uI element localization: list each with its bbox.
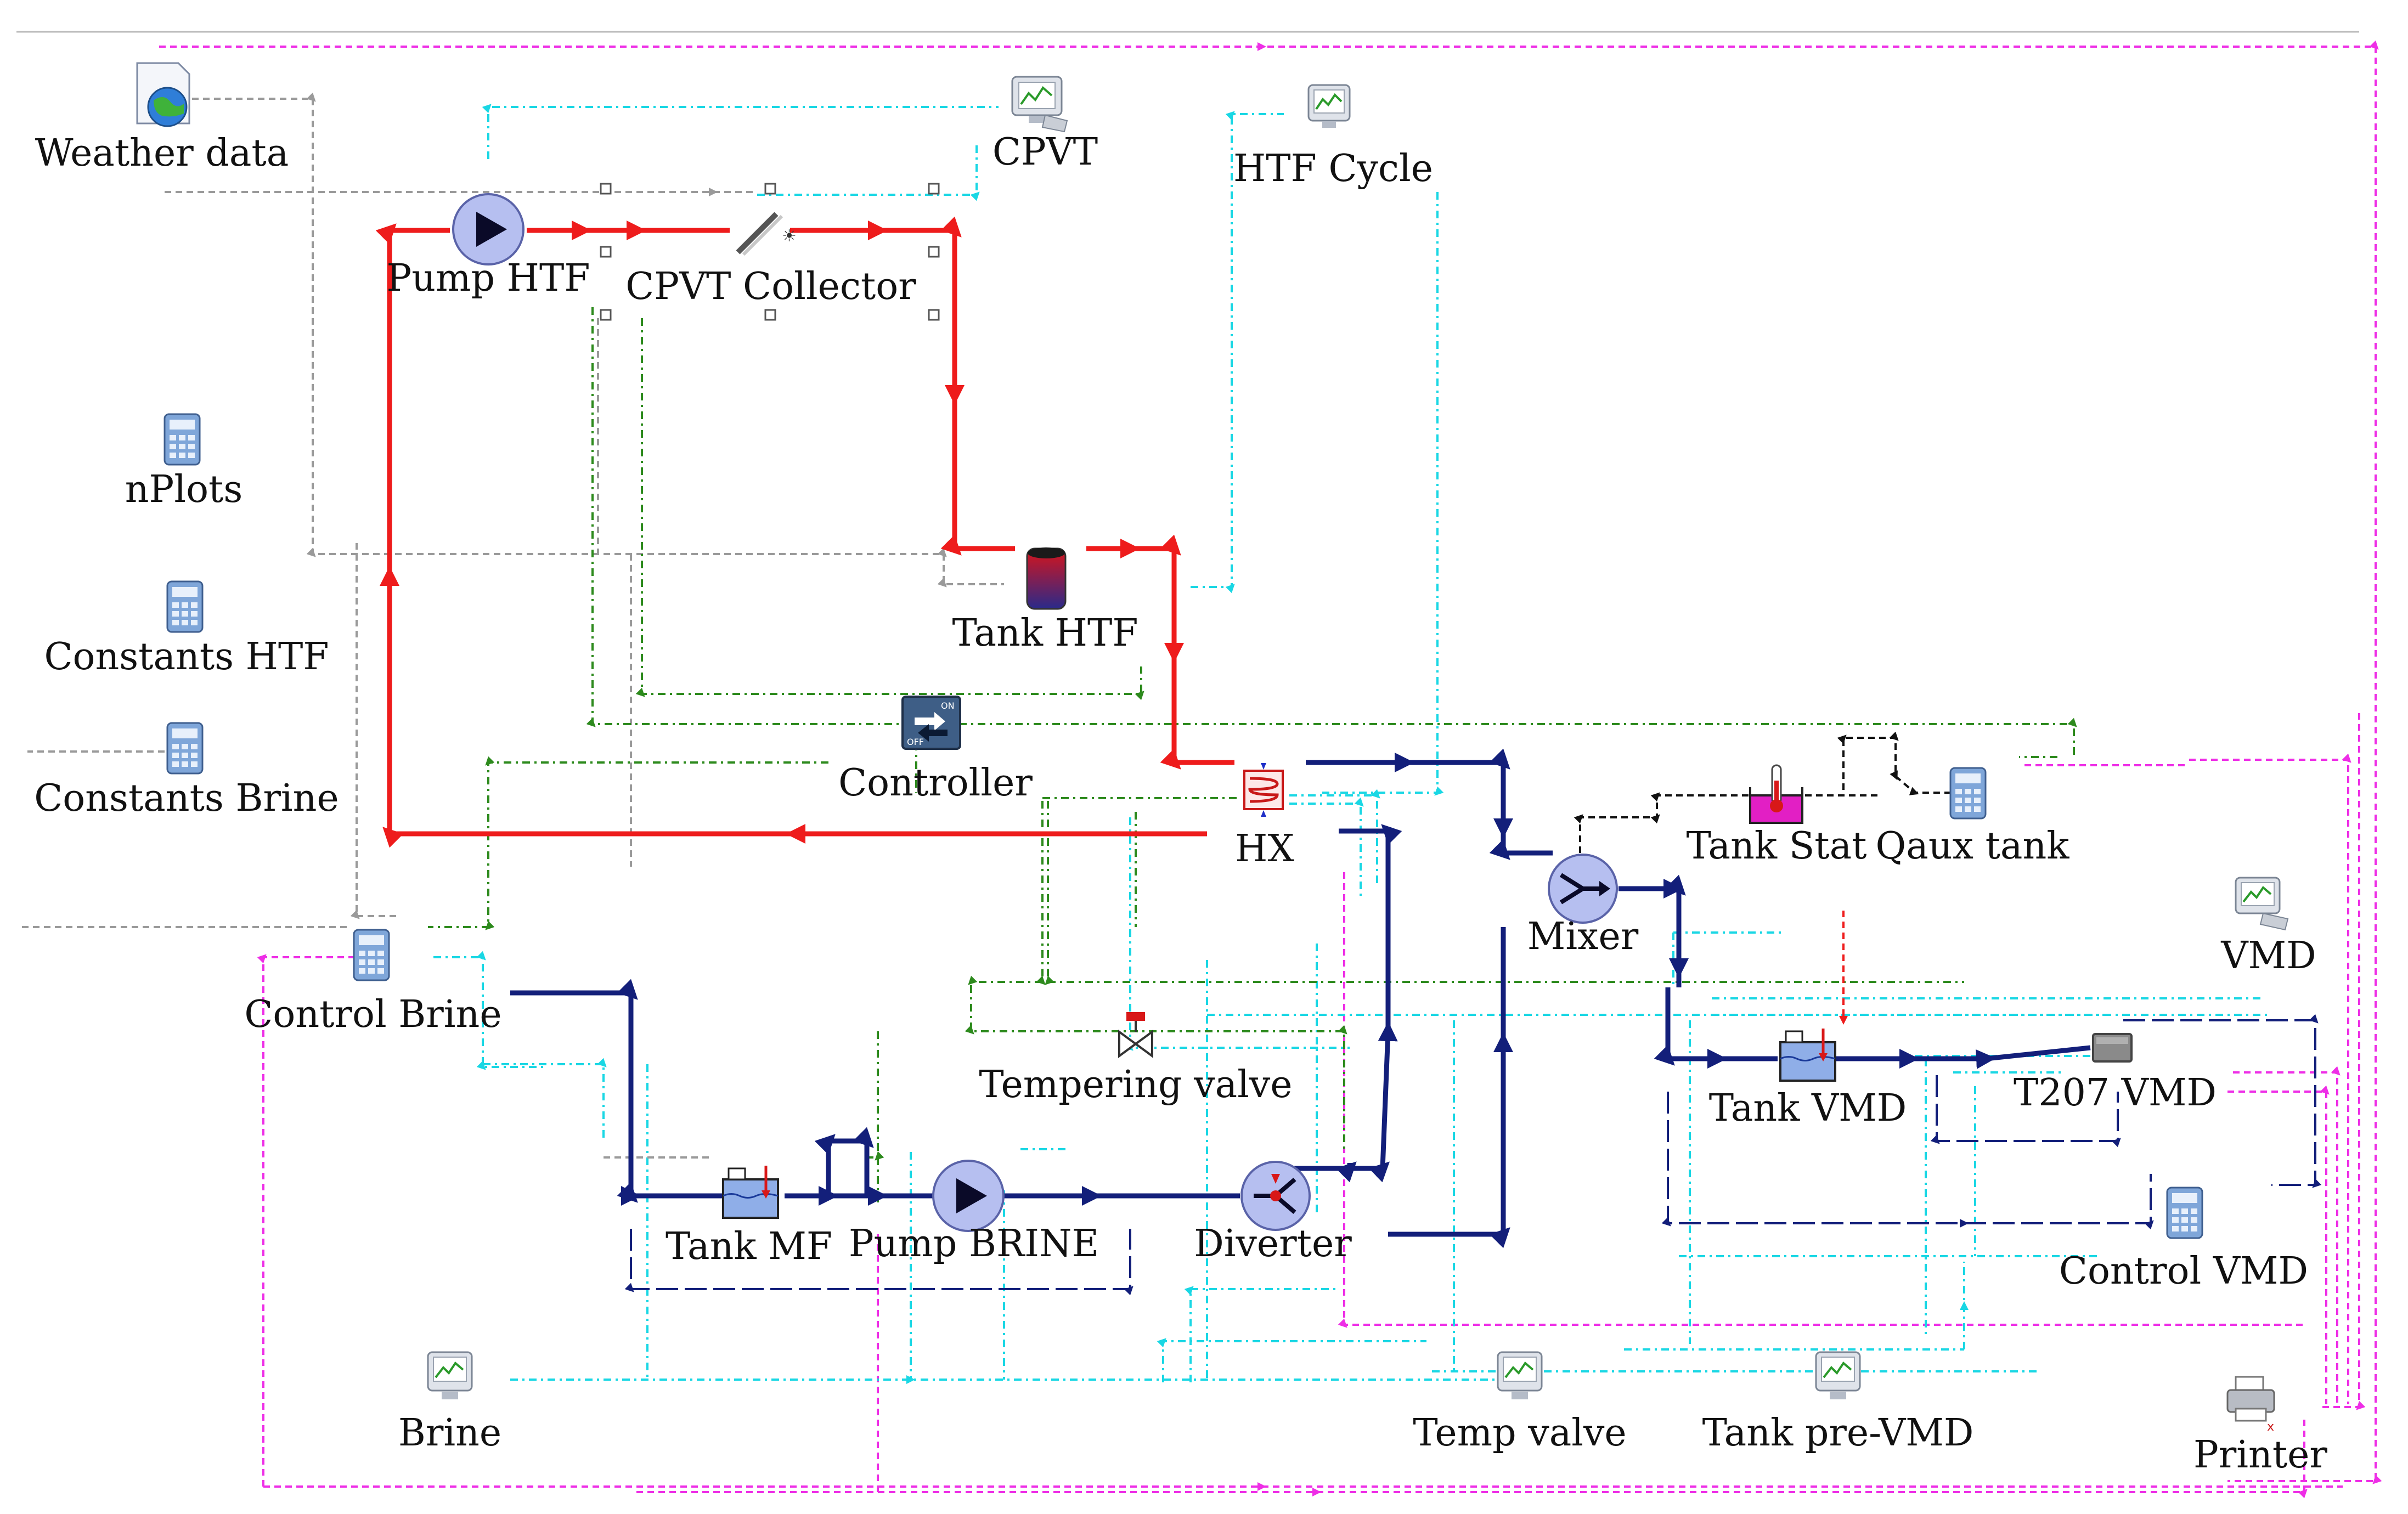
plotter-monitor-icon [1011,76,1068,133]
diverter-icon [1240,1161,1311,1231]
tank-htf-label: Tank HTF [952,612,1138,655]
tank-pre-vmd-plotter-component[interactable] [1815,1351,1861,1399]
control-vmd-label: Control VMD [2059,1250,2308,1293]
printer-icon: x [2226,1376,2275,1434]
constants-brine-label: Constants Brine [34,777,339,820]
mixer-label: Mixer [1527,915,1639,958]
calculator-icon [2166,1187,2203,1239]
tank-pre-vmd-label: Tank pre-VMD [1702,1411,1974,1455]
tank-htf-component[interactable] [1026,547,1067,610]
htf-cycle-label: HTF Cycle [1233,147,1433,190]
printer-label: Printer [2193,1433,2327,1477]
heated-tank-icon [1779,1029,1836,1082]
temp-valve-plotter-component[interactable] [1497,1351,1543,1399]
constants-htf-component[interactable] [166,580,204,633]
brine-loop [510,748,2091,1249]
pump-icon [452,193,525,265]
printer-component[interactable]: x [2226,1376,2275,1434]
nplots-label: nPlots [125,468,243,511]
plotter-printer-icon [2235,877,2289,931]
pump-htf-label: Pump HTF [386,257,590,300]
plotter-monitor-icon [427,1351,473,1399]
storage-tank-icon [1026,547,1067,610]
controller-component[interactable]: ON OFF [901,696,961,750]
vmd-label: VMD [2220,934,2316,978]
qaux-tank-label: Qaux tank [1876,824,2070,868]
temp-valve-label: Temp valve [1413,1411,1626,1455]
brine-plotter-component[interactable] [427,1351,473,1399]
plotter-monitor-icon [1815,1351,1861,1399]
constants-brine-component[interactable] [166,722,204,775]
on-off-controller-icon: ON OFF [901,696,961,750]
tank-stat-component[interactable] [1749,764,1803,824]
calculator-icon [163,413,201,466]
calculator-icon [166,580,204,633]
cpvt-collector-label: CPVT Collector [625,265,916,308]
tank-vmd-component[interactable] [1779,1029,1836,1082]
plotter-monitor-icon [1307,84,1351,128]
hx-component[interactable] [1243,763,1284,817]
vmd-module-icon [2092,1033,2133,1063]
cpvt-plotter-component[interactable] [1011,76,1068,133]
tank-vmd-label: Tank VMD [1709,1087,1907,1130]
nplots-component[interactable] [163,413,201,466]
diverter-component[interactable] [1240,1161,1311,1231]
pump-htf-component[interactable] [452,193,525,265]
t207-vmd-component[interactable] [2092,1033,2133,1063]
svg-text:☀: ☀ [782,227,797,246]
qaux-tank-component[interactable] [1949,767,1987,820]
heat-exchanger-icon [1243,763,1284,817]
weather-data-label: Weather data [35,132,289,175]
constants-htf-label: Constants HTF [44,635,329,679]
solar-collector-icon: ☀ [732,211,797,256]
calculator-icon [353,929,390,981]
t207-vmd-label: T207 VMD [2014,1071,2217,1115]
svg-text:OFF: OFF [907,737,924,747]
pump-brine-label: Pump BRINE [849,1222,1099,1266]
htf-loop [375,216,1234,848]
control-brine-label: Control Brine [244,993,501,1036]
controller-label: Controller [838,761,1033,805]
thermostat-icon [1749,764,1803,824]
printer-links [159,40,2382,1499]
cpvt-collector-component[interactable]: ☀ [600,183,940,329]
tank-stat-label: Tank Stat [1686,824,1866,868]
pump-icon [932,1160,1005,1232]
cpvt-label: CPVT [992,131,1098,174]
calculator-icon [1949,767,1987,820]
htf-cycle-plotter-component[interactable] [1307,84,1351,128]
plotter-monitor-icon [1497,1351,1543,1399]
svg-text:x: x [2267,1420,2274,1434]
brine-label: Brine [398,1411,501,1455]
weather-data-component[interactable] [136,62,190,127]
control-vmd-component[interactable] [2166,1187,2203,1239]
tempering-valve-component[interactable] [1118,1012,1153,1058]
mixer-icon [1548,854,1618,924]
tank-mf-component[interactable] [722,1166,779,1219]
weather-globe-icon [136,62,190,127]
thermostat-links [1574,731,1970,853]
heated-tank-icon [722,1166,779,1219]
controller-loops [624,1014,2322,1296]
selection-handles [600,183,940,321]
hx-label: HX [1235,827,1294,871]
control-brine-component[interactable] [353,929,390,981]
pump-brine-component[interactable] [932,1160,1005,1232]
svg-text:ON: ON [941,700,955,711]
diverter-label: Diverter [1194,1222,1352,1266]
tank-mf-label: Tank MF [666,1225,832,1268]
vmd-plotter-component[interactable] [2235,877,2289,931]
mixer-component[interactable] [1548,854,1618,924]
tempering-valve-icon [1118,1012,1153,1058]
calculator-icon [166,722,204,775]
tempering-valve-label: Tempering valve [979,1063,1292,1106]
